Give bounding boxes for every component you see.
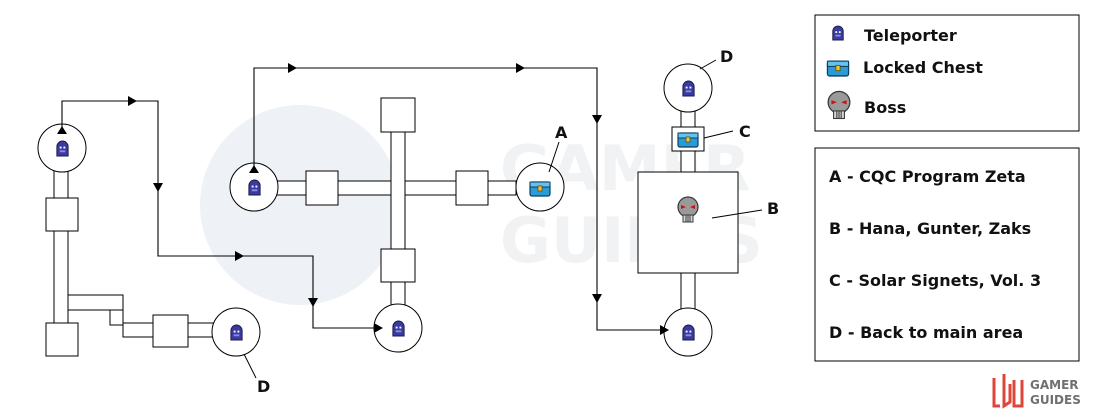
legend-chest-label: Locked Chest [863, 58, 983, 77]
pointer-d-bottom [243, 353, 257, 379]
pointer-a [548, 141, 560, 173]
arrow-right [235, 251, 244, 261]
corridor [187, 322, 215, 338]
marker-b: B [767, 199, 779, 218]
teleporter-icon[interactable] [682, 324, 695, 341]
teleporter-icon [832, 25, 844, 41]
route-paths [61, 67, 664, 331]
arrow-right [288, 63, 297, 73]
corridor [680, 272, 696, 311]
teleporter-icon[interactable] [56, 140, 69, 157]
legend-entry-b: B - Hana, Gunter, Zaks [829, 219, 1031, 238]
route-arrows [57, 63, 669, 335]
arrow-down [592, 115, 602, 124]
corridor [390, 281, 406, 308]
legend-icons-box: Teleporter Locked Chest Boss [814, 14, 1080, 132]
corridor [53, 169, 69, 201]
left-section [37, 123, 261, 357]
legend-frame [814, 147, 1080, 362]
corridor [390, 131, 406, 250]
corridor [487, 180, 517, 196]
teleporter-icon[interactable] [392, 320, 405, 337]
legend-teleporter-label: Teleporter [864, 26, 957, 45]
pointer-d-top [699, 59, 717, 70]
arrow-up [57, 126, 67, 134]
brand-line2: GUIDES [1030, 393, 1081, 407]
arrow-right [660, 325, 669, 335]
brand-mark-icon [992, 374, 1024, 409]
corridor [275, 180, 307, 196]
marker-c: C [739, 122, 751, 141]
arrow-down [153, 183, 163, 192]
locked-chest-icon [826, 60, 850, 77]
arrow-down [308, 298, 318, 307]
corridor [109, 309, 124, 326]
teleporter-icon[interactable] [682, 80, 695, 97]
teleporter-icon[interactable] [248, 179, 261, 196]
legend-entry-d: D - Back to main area [829, 323, 1023, 342]
locked-chest-icon[interactable] [677, 132, 699, 148]
pointer-b [711, 209, 763, 219]
marker-d-bottom: D [257, 377, 270, 396]
arrow-right [516, 63, 525, 73]
corridor [122, 322, 154, 338]
brand-logo: GAMER GUIDES [992, 374, 1081, 409]
room [380, 248, 416, 283]
teleporter-icon[interactable] [230, 324, 243, 341]
room [455, 170, 489, 206]
room [152, 314, 189, 348]
room [45, 197, 79, 232]
arrow-down [592, 294, 602, 303]
corridor [67, 294, 124, 311]
pointer-c [703, 130, 734, 139]
legend-boss-label: Boss [864, 98, 906, 117]
marker-d-top: D [720, 47, 733, 66]
legend-entry-a: A - CQC Program Zeta [829, 167, 1026, 186]
marker-pointers [243, 59, 763, 379]
locked-chest-icon[interactable] [529, 181, 551, 197]
corridor [680, 109, 696, 128]
brand-line1: GAMER [1030, 378, 1079, 392]
room [45, 322, 79, 357]
corridor [680, 150, 696, 174]
arrow-up [249, 165, 259, 173]
marker-a: A [555, 123, 568, 142]
legend-entry-c: C - Solar Signets, Vol. 3 [829, 271, 1041, 290]
room [380, 97, 416, 133]
room [305, 170, 339, 206]
arrow-right [374, 323, 383, 333]
corridor [53, 229, 69, 326]
legend-entries-box: A - CQC Program Zeta B - Hana, Gunter, Z… [814, 147, 1080, 362]
legend-frame [814, 14, 1080, 132]
route-path-top [253, 67, 664, 331]
arrow-right [128, 96, 137, 106]
route-path-left [61, 100, 376, 329]
